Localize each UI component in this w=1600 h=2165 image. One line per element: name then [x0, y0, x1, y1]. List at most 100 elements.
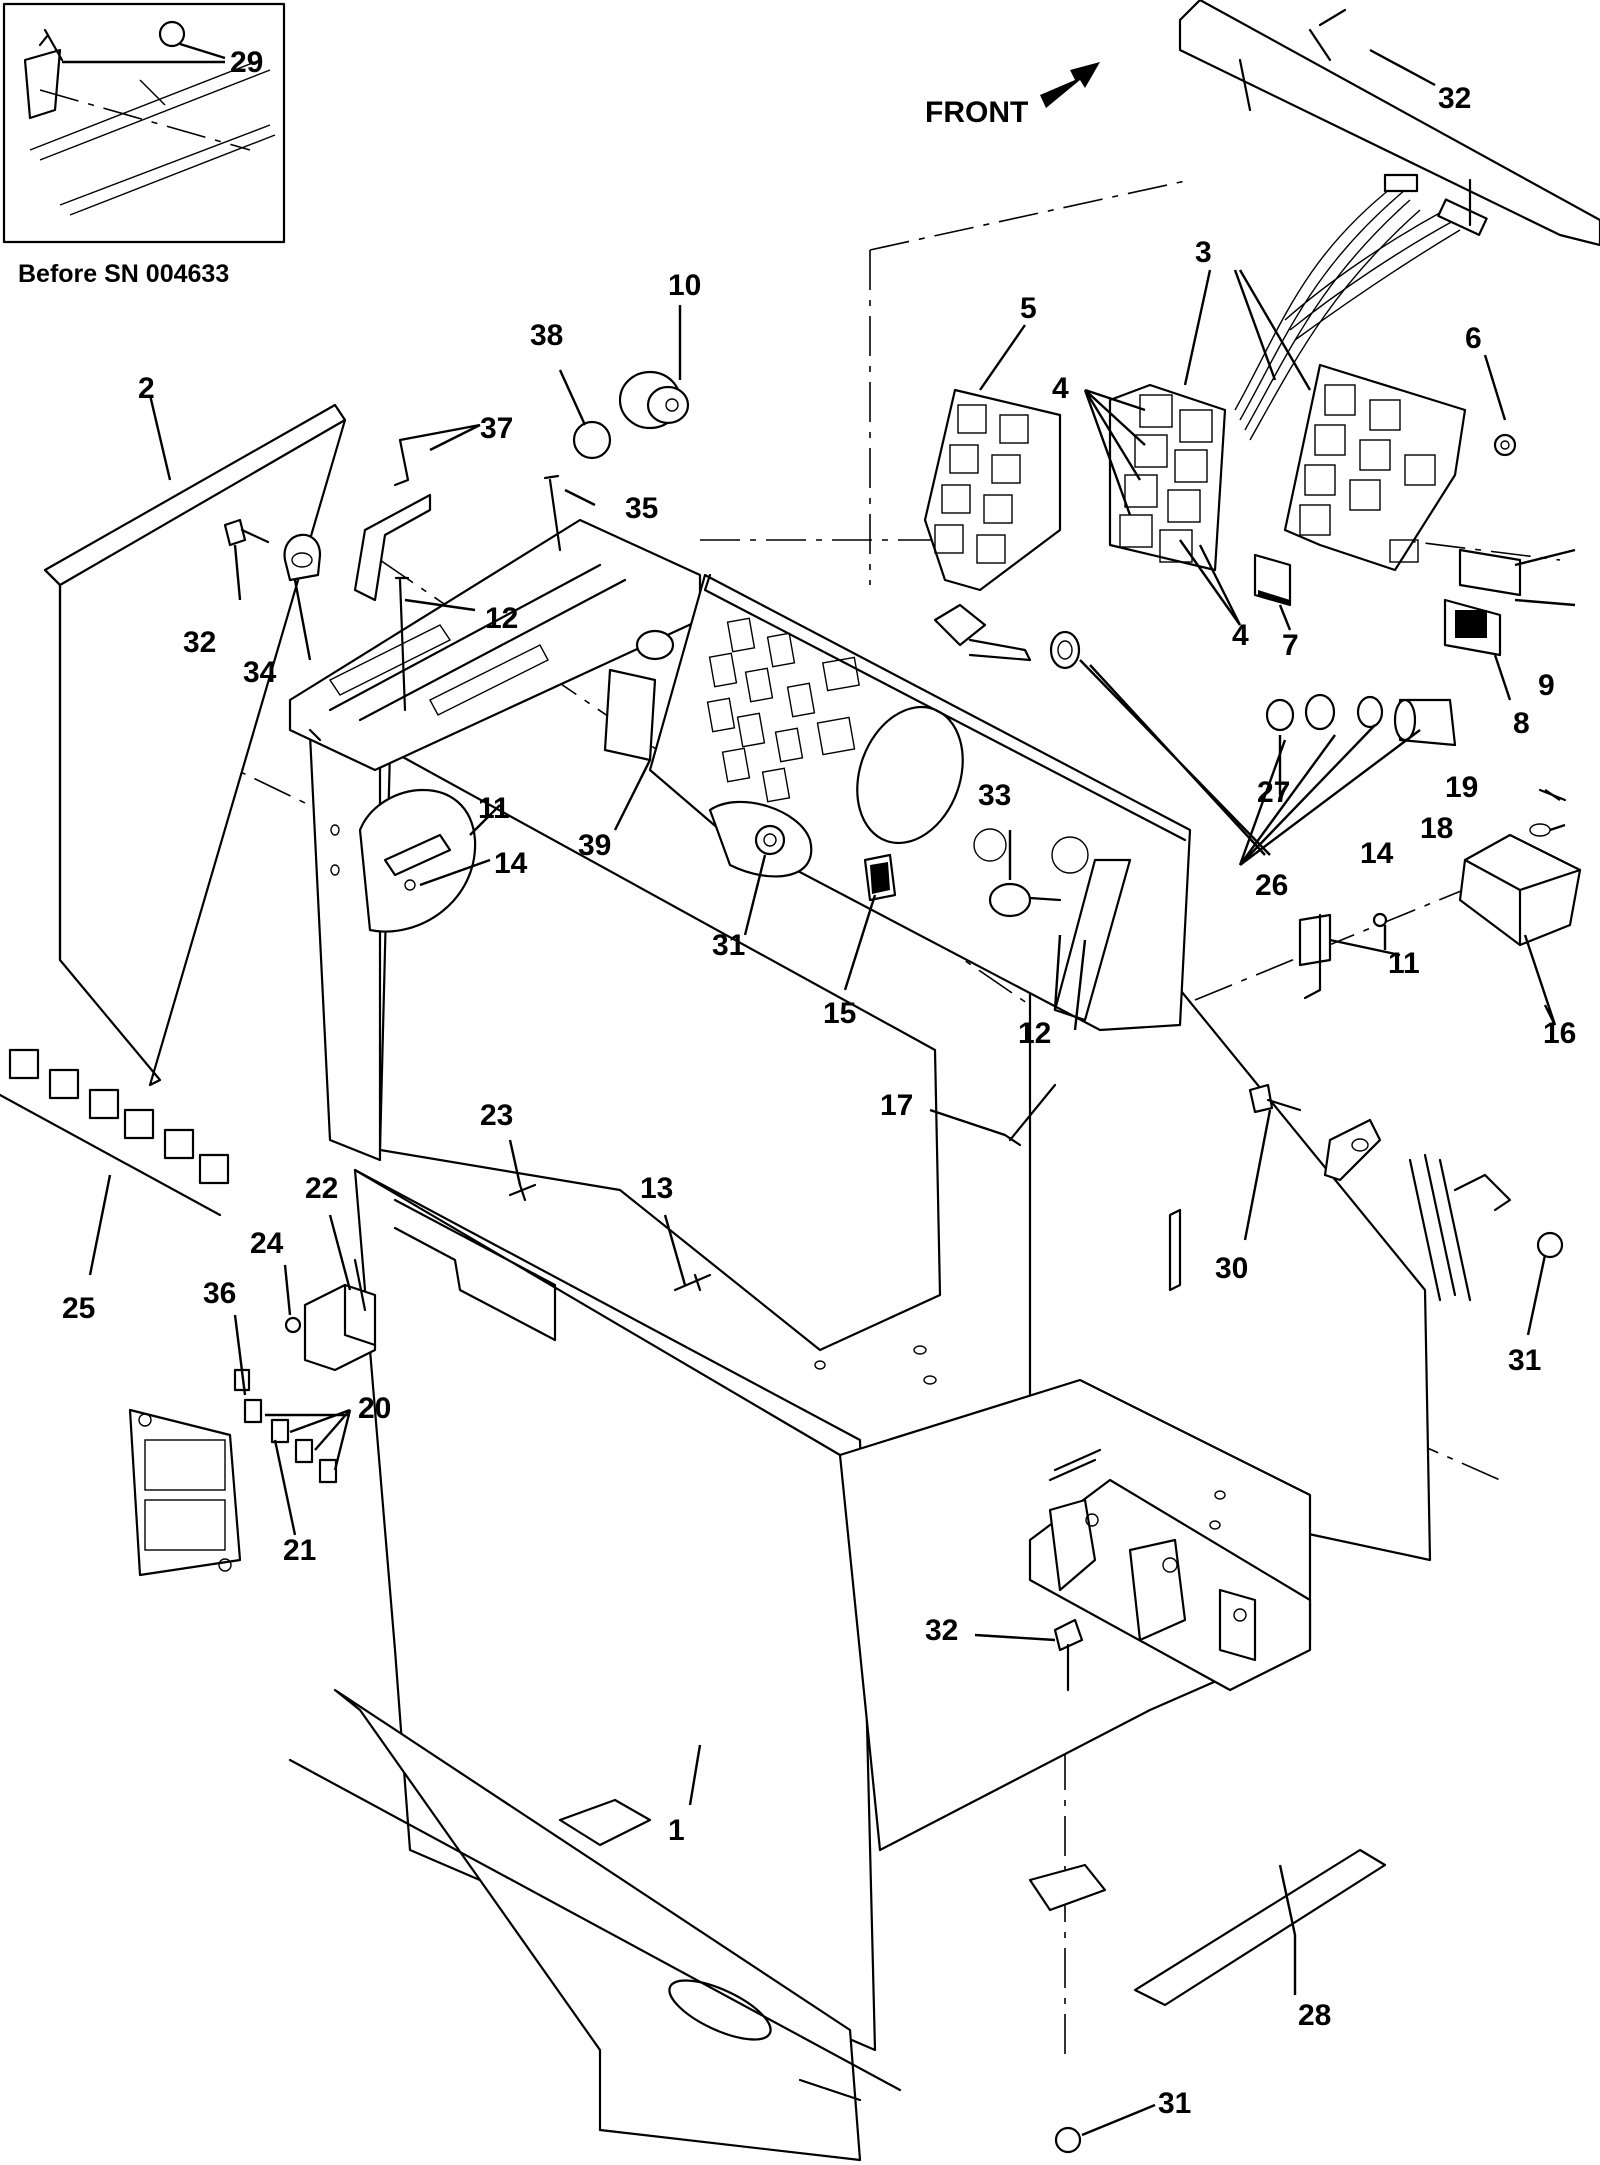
screw-icon — [394, 576, 410, 712]
callout-29: 29 — [230, 46, 263, 79]
key-switch — [933, 603, 1081, 670]
callout-7: 7 — [1282, 629, 1299, 662]
fuses-20 — [233, 1368, 338, 1484]
callout-14: 14 — [1360, 837, 1394, 870]
bracket-37 — [353, 438, 432, 602]
rocker-switch — [1253, 553, 1292, 607]
callout-18: 18 — [1420, 812, 1453, 845]
screw-icon — [543, 474, 562, 552]
gauge-opening — [856, 705, 964, 845]
switch-membrane-left — [923, 388, 1062, 592]
relay-22 — [303, 1258, 377, 1372]
callout-12: 12 — [1018, 1017, 1051, 1050]
callout-19: 19 — [1445, 771, 1478, 804]
front-direction-indicator: FRONT — [925, 62, 1100, 129]
callout-30: 30 — [1215, 1252, 1248, 1285]
gauge-10 — [618, 370, 690, 430]
screw-23 — [508, 1183, 537, 1202]
callout-17: 17 — [880, 1089, 913, 1122]
limit-switch-11-right — [1298, 912, 1388, 1000]
callout-15: 15 — [823, 997, 856, 1030]
callout-2: 2 — [138, 372, 155, 405]
bolt-32-bottom — [1053, 1618, 1084, 1692]
front-label: FRONT — [925, 96, 1028, 129]
control-module-16 — [1458, 833, 1582, 947]
callout-16: 16 — [1543, 1017, 1576, 1050]
callout-14: 14 — [494, 847, 528, 880]
bolt-17 — [1003, 1083, 1057, 1147]
callout-4: 4 — [1232, 619, 1249, 652]
callouts: 32 3 4 4 5 6 7 8 9 10 38 37 35 12 2 32 3… — [62, 82, 1576, 2120]
nut-icon — [1493, 433, 1517, 457]
callout-33: 33 — [978, 779, 1011, 812]
limit-switch-11 — [358, 789, 477, 933]
switch-cutouts — [706, 617, 860, 803]
callout-4: 4 — [1052, 372, 1069, 405]
push-button-33 — [988, 882, 1062, 918]
callout-8: 8 — [1513, 707, 1530, 740]
callout-9: 9 — [1538, 669, 1555, 702]
callout-20: 20 — [358, 1392, 391, 1425]
callout-34: 34 — [243, 656, 277, 689]
callout-11: 11 — [478, 792, 510, 825]
screw-13 — [673, 1273, 712, 1292]
leader-lines — [88, 48, 1576, 2137]
rocker-switch-8 — [1443, 598, 1502, 657]
rocker-switch-15 — [863, 853, 897, 902]
switch-hardware-26 — [1265, 693, 1457, 747]
callout-27: 27 — [1257, 776, 1290, 809]
front-arrow-icon — [1040, 62, 1100, 108]
callout-13: 13 — [640, 1172, 673, 1205]
clamp-34 — [283, 533, 322, 582]
callout-5: 5 — [1020, 292, 1037, 325]
bolt-30 — [1248, 1083, 1302, 1114]
callout-21: 21 — [283, 1534, 316, 1567]
callout-12: 12 — [485, 602, 518, 635]
callout-31: 31 — [1158, 2087, 1191, 2120]
upper-frame-rail — [1178, 0, 1600, 247]
outrigger-bracket — [1408, 1153, 1512, 1302]
callout-25: 25 — [62, 1292, 95, 1325]
callout-36: 36 — [203, 1277, 236, 1310]
nut-icon — [284, 1316, 302, 1334]
plate-28 — [1028, 1848, 1387, 2007]
fuse-block-21 — [128, 1408, 242, 1577]
callout-3: 3 — [1195, 236, 1212, 269]
callout-38: 38 — [530, 319, 563, 352]
callout-32: 32 — [925, 1614, 958, 1647]
nut-icon — [1536, 1231, 1564, 1259]
knob-icon — [572, 420, 612, 460]
nut-icon — [1054, 2126, 1082, 2154]
inset-caption: Before SN 004633 — [18, 260, 229, 288]
callout-37: 37 — [480, 412, 513, 445]
bolt-32 — [223, 518, 270, 547]
wiring-harness — [1234, 173, 1488, 441]
inset-drawing — [23, 20, 276, 216]
callout-10: 10 — [668, 269, 701, 302]
callout-24: 24 — [250, 1227, 284, 1260]
callout-26: 26 — [1255, 869, 1288, 902]
callout-31: 31 — [1508, 1344, 1541, 1377]
side-panel — [43, 403, 347, 1087]
inset-frame — [2, 2, 286, 244]
washer-18 — [1529, 823, 1551, 837]
callout-6: 6 — [1465, 322, 1482, 355]
callout-32: 32 — [1438, 82, 1471, 115]
knob-icon — [158, 20, 186, 48]
inset-detail: 29 Before SN 004633 — [2, 2, 286, 288]
callout-11: 11 — [1388, 947, 1420, 980]
switch-block — [1108, 383, 1227, 572]
callout-31: 31 — [712, 929, 745, 962]
instrument-panel — [648, 573, 1192, 1032]
callout-22: 22 — [305, 1172, 338, 1205]
decal-39 — [603, 668, 657, 762]
mount-bracket — [1323, 1118, 1382, 1182]
callout-23: 23 — [480, 1099, 513, 1132]
switch-plate-31 — [708, 800, 813, 878]
fuse-set-25 — [0, 1048, 230, 1217]
lower-frame-rail — [288, 1688, 902, 2162]
callout-28: 28 — [1298, 1999, 1331, 2032]
callout-39: 39 — [578, 829, 611, 862]
switch-membrane-right — [1283, 363, 1467, 572]
